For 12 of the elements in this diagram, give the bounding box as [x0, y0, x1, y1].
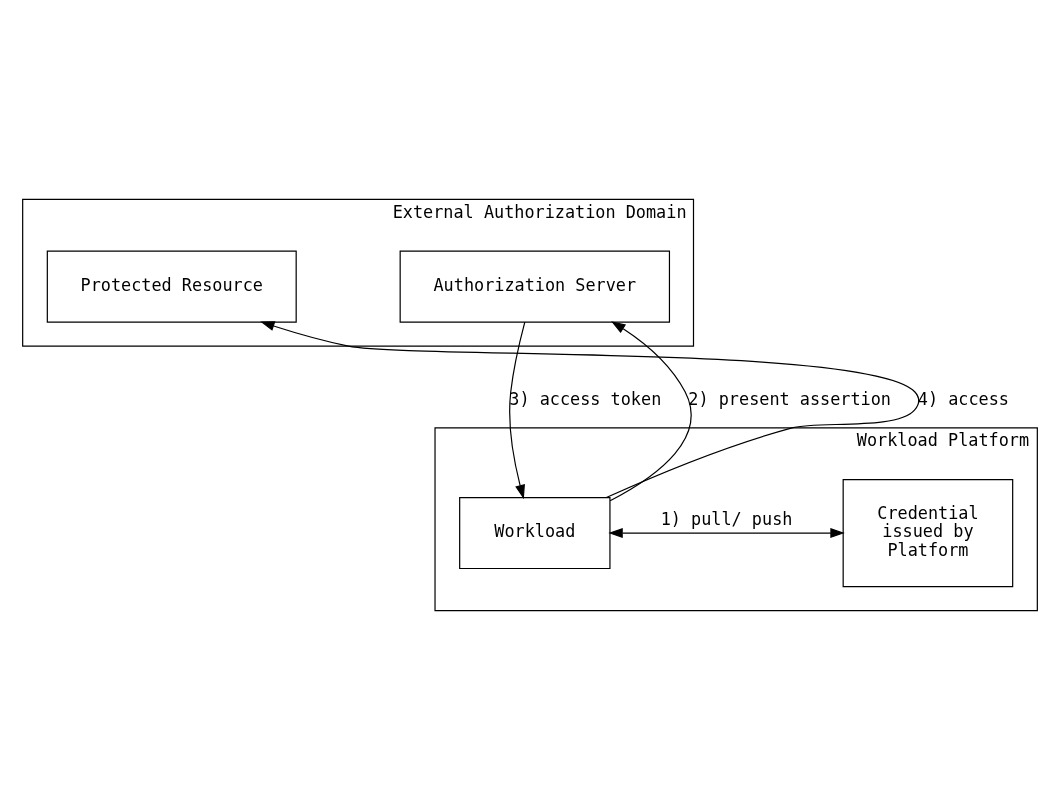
node-box: Workload — [459, 496, 611, 570]
edge-label: 4) access — [917, 389, 1009, 410]
edge-label: 2) present assertion — [688, 389, 891, 410]
arrow — [260, 321, 920, 499]
node-box: Credential issued by Platform — [842, 478, 1014, 588]
edge-label: 3) access token — [509, 389, 662, 410]
arrow — [609, 321, 692, 502]
node-box: Protected Resource — [46, 250, 297, 323]
arrow — [509, 321, 526, 500]
node-box: Authorization Server — [399, 250, 671, 323]
edge-label: 1) pull/ push — [660, 508, 793, 529]
arrow — [608, 528, 845, 539]
